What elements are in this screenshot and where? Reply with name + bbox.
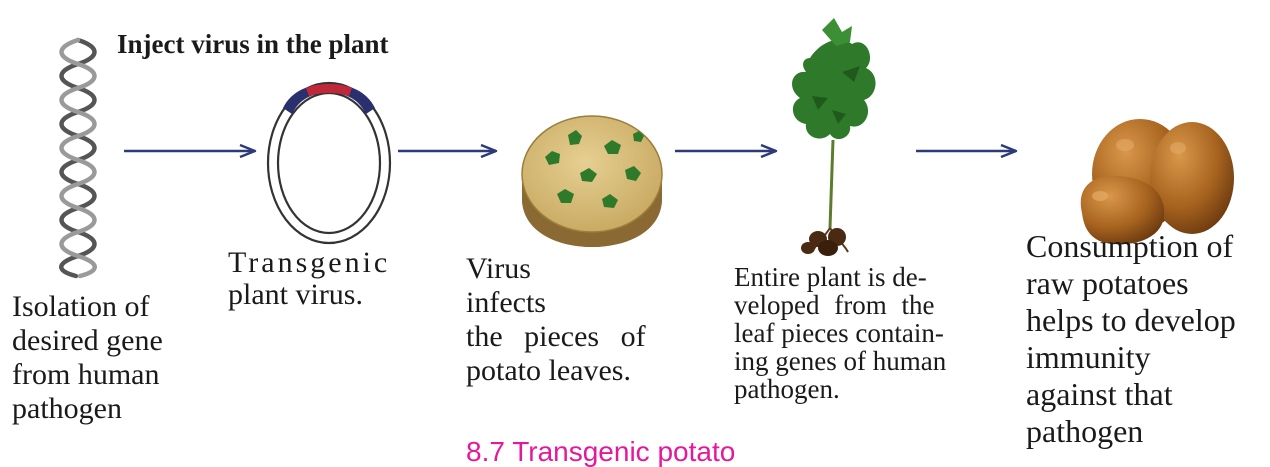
figure-caption: 8.7 Transgenic potato	[466, 438, 735, 466]
caption-line: pathogen	[12, 392, 197, 426]
step-4-caption: Entire plant is de- veloped from the lea…	[734, 263, 986, 403]
caption-line: immunity	[1026, 339, 1270, 376]
caption-line: veloped from the	[734, 291, 986, 319]
step-3-caption: Virus infects the pieces of potato leave…	[466, 252, 669, 388]
caption-line: Consumption of	[1026, 228, 1270, 265]
caption-line: Virus infects	[466, 252, 669, 320]
caption-line: Transgenic	[228, 247, 398, 279]
caption-line: pathogen.	[734, 375, 986, 403]
caption-line: Isolation of	[12, 290, 197, 324]
caption-line: potato leaves.	[466, 354, 669, 388]
caption-line: raw potatoes	[1026, 265, 1270, 302]
leaf-disc-icon	[522, 116, 662, 247]
caption-line: the pieces of	[466, 320, 669, 354]
caption-line: ing genes of human	[734, 347, 986, 375]
caption-line: Entire plant is de-	[734, 263, 986, 291]
caption-line: pathogen	[1026, 413, 1270, 450]
potatoes-icon	[1081, 119, 1234, 244]
step-1-caption: Isolation of desired gene from human pat…	[12, 290, 197, 426]
transgenic-virus-icon	[268, 83, 390, 243]
potato-plant-icon	[792, 18, 876, 256]
step-heading: Inject virus in the plant	[117, 29, 389, 59]
transgenic-potato-diagram: Inject virus in the plant Isolation of d…	[0, 0, 1270, 453]
step-2-caption: Transgenic plant virus.	[228, 247, 398, 311]
caption-line: helps to develop	[1026, 302, 1270, 339]
caption-line: leaf pieces contain-	[734, 319, 986, 347]
caption-line: from human	[12, 358, 197, 392]
caption-line: plant virus.	[228, 279, 398, 311]
dna-helix-icon	[61, 40, 95, 276]
caption-line: desired gene	[12, 324, 197, 358]
step-5-caption: Consumption of raw potatoes helps to dev…	[1026, 228, 1270, 450]
caption-line: against that	[1026, 376, 1270, 413]
